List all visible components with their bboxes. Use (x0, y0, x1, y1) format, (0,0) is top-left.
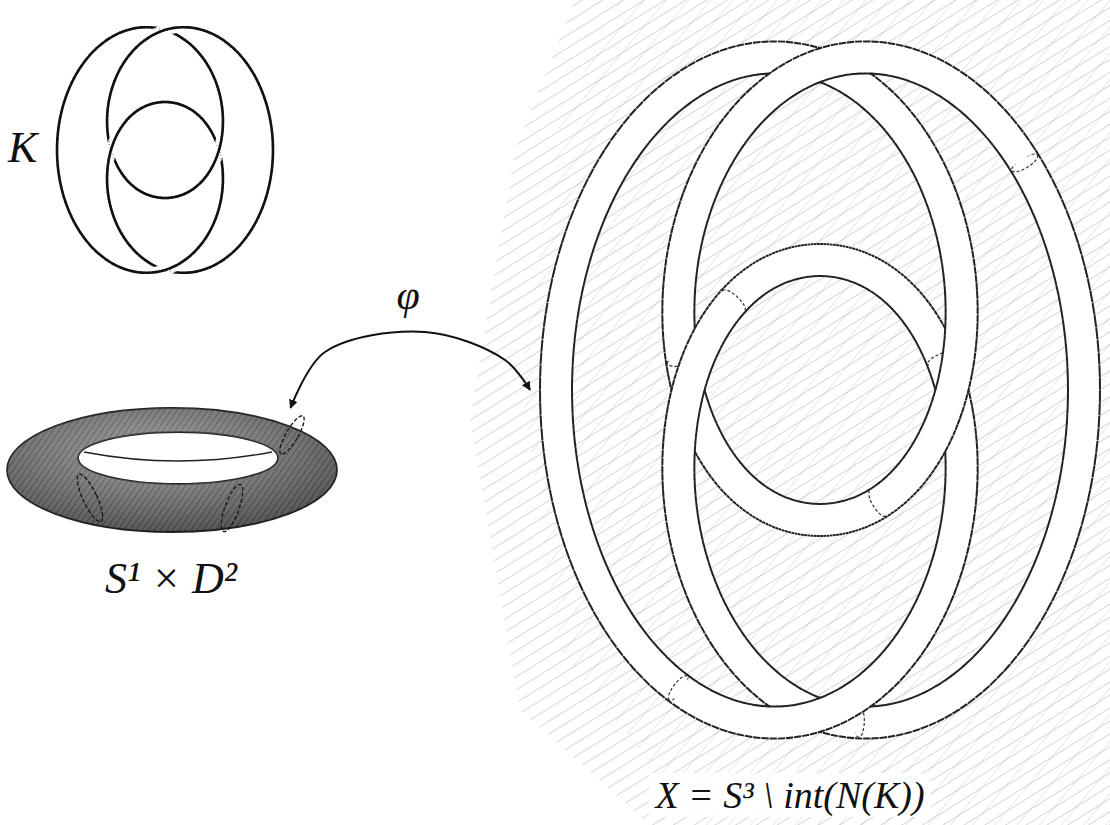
tube-edge (624, 630, 630, 638)
tube-edge (642, 653, 648, 660)
meridian-disc (217, 482, 247, 534)
meridian-disc (73, 471, 108, 524)
tube-edge (668, 95, 675, 101)
tube-edge (654, 106, 661, 112)
tube-edge (979, 667, 986, 673)
tube-edge (648, 113, 654, 120)
tube-edge (986, 661, 992, 668)
tube-edge (1005, 638, 1011, 646)
tube-edge (972, 674, 979, 680)
tube-edge (965, 95, 972, 101)
torus-body (7, 408, 337, 532)
complement-hatching (470, 0, 1110, 825)
torus-inner-rim (84, 452, 272, 461)
tube-edge (958, 685, 965, 690)
tube-edge (972, 100, 979, 106)
tube-edge (629, 134, 635, 142)
tube-edge (1011, 630, 1017, 638)
torus-shading (7, 408, 337, 532)
knot-tube (556, 48, 1084, 738)
knot-edge (107, 154, 119, 157)
tube-edge (635, 127, 641, 134)
tube-strand (906, 63, 916, 66)
tube-edge (965, 680, 972, 686)
solid-torus (7, 408, 337, 534)
tube-strand (923, 451, 927, 457)
tube-edge (654, 667, 661, 673)
tube-edge (675, 89, 682, 94)
knot-diagram (57, 27, 273, 273)
tube-edge (951, 84, 958, 89)
knot-edge (211, 143, 223, 146)
meridian-disc (719, 287, 748, 315)
tube-edge (668, 680, 675, 686)
tube-edge (986, 113, 992, 120)
tube-edge (682, 691, 689, 696)
tube-edge (661, 674, 668, 680)
tube-edge (979, 106, 986, 112)
tube-edge (998, 646, 1004, 653)
tube-edge (992, 653, 998, 660)
tube-edge (951, 691, 958, 696)
tube-strand (713, 323, 717, 329)
tube-edge (648, 661, 654, 668)
tube-edge (958, 89, 965, 94)
tube-edge (661, 100, 668, 106)
tube-edge (642, 119, 648, 126)
complement-hatching (520, 0, 1110, 825)
tube-edge (624, 142, 630, 150)
tube-strand (724, 713, 734, 716)
tube-edge (992, 119, 998, 126)
tube-edge (629, 638, 635, 646)
tube-edge (1011, 142, 1017, 150)
tube-edge (675, 685, 682, 690)
tube-edge (1005, 134, 1011, 142)
tube-edge (635, 646, 641, 653)
tube-edge (682, 84, 689, 89)
tube-edge (998, 127, 1004, 134)
meridian-disc (276, 413, 308, 457)
